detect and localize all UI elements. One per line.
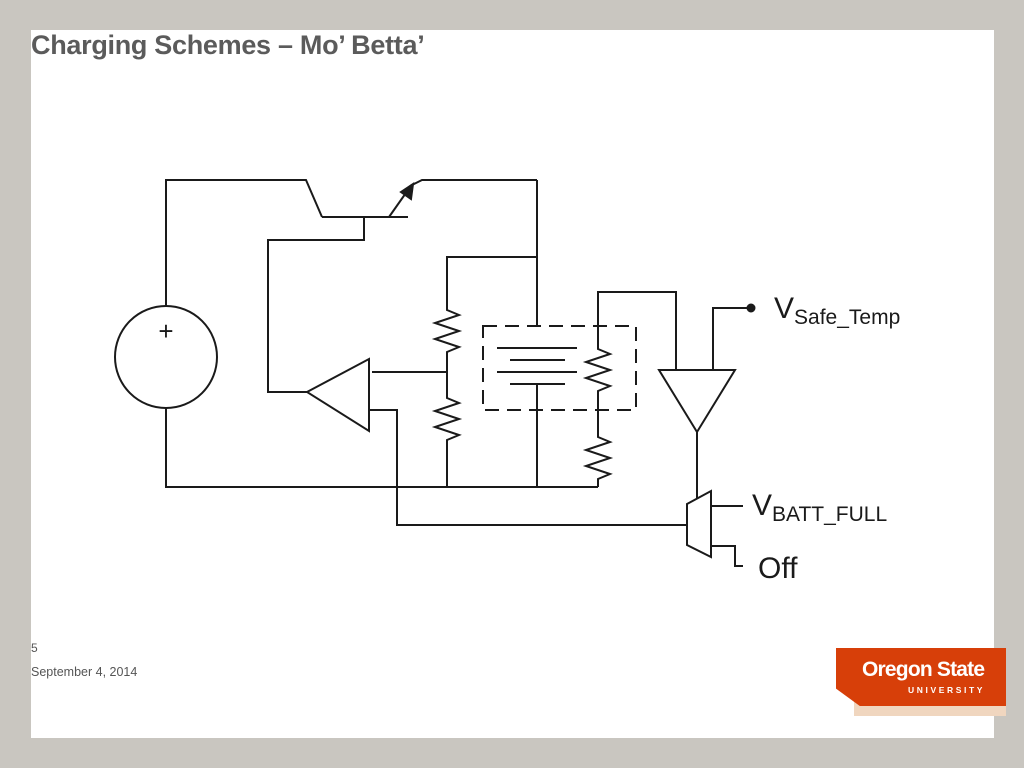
source-plus-symbol: +: [158, 316, 173, 346]
wire-divider-top: [446, 256, 537, 305]
wire-amp-to-mux: [370, 409, 687, 526]
slide-title: Charging Schemes – Mo’ Betta’: [31, 30, 425, 60]
thermistor-network: [582, 291, 677, 487]
wire-thermistor-top: [597, 291, 677, 370]
multiplexer: [686, 489, 712, 559]
pass-transistor: [267, 179, 537, 393]
label-off: Off: [758, 552, 798, 585]
wire-emitter-out: [409, 179, 537, 187]
page-number: 5: [31, 641, 38, 655]
battery-pack: [482, 325, 637, 487]
transistor-emitter-arrow: [399, 181, 415, 201]
oregon-state-logo: Oregon State UNIVERSITY: [836, 648, 1006, 716]
label-v-batt-full: VBATT_FULL: [752, 489, 887, 526]
error-amplifier: [305, 357, 370, 433]
resistor-divider-bottom: [431, 393, 463, 445]
bias-resistor: [582, 432, 614, 487]
wire-ground-rail: [165, 408, 598, 488]
wire-safe-temp: [712, 307, 750, 370]
logo-subtitle: UNIVERSITY: [908, 685, 986, 695]
resistor-divider-top: [431, 305, 463, 357]
logo-plate: [836, 648, 1006, 706]
voltage-divider: [372, 256, 537, 487]
label-v-safe-temp: VSafe_Temp: [774, 292, 900, 329]
voltage-source: +: [114, 305, 218, 409]
wire-source-to-collector: [165, 179, 323, 306]
battery-pack-outline: [482, 325, 637, 411]
safe-temp-terminal-dot: [746, 303, 756, 313]
logo-name: Oregon State: [862, 658, 985, 681]
thermistor-resistor: [582, 344, 614, 396]
footer-date: September 4, 2014: [31, 665, 138, 679]
wire-mux-off: [711, 545, 743, 567]
temperature-comparator: [657, 369, 737, 434]
wire-base-drive: [267, 217, 365, 393]
